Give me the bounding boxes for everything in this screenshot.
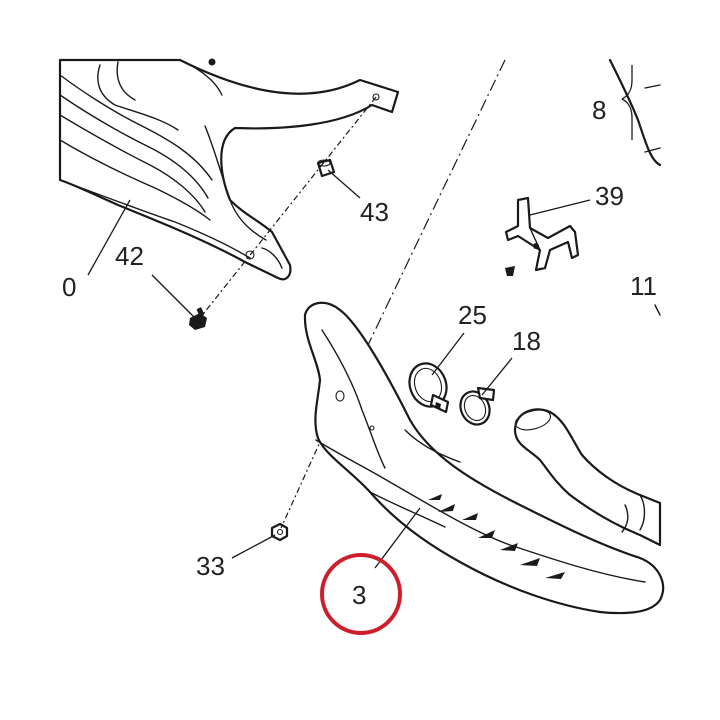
exhaust-pipe-part xyxy=(513,408,662,547)
assembly-line-43 xyxy=(199,96,377,319)
leader-39 xyxy=(529,199,591,216)
callout-25: 25 xyxy=(458,300,487,330)
callout-39: 39 xyxy=(595,181,624,211)
callout-3: 3 xyxy=(352,580,366,610)
leader-25 xyxy=(431,332,465,376)
bolt-42 xyxy=(189,307,207,330)
highlight-ring xyxy=(320,553,402,635)
clamp-25 xyxy=(408,362,450,414)
callout-33: 33 xyxy=(196,551,225,581)
heat-shield-part xyxy=(303,301,665,615)
leader-18 xyxy=(481,357,513,396)
leader-33 xyxy=(231,534,276,559)
nut-33 xyxy=(270,522,289,542)
leader-42 xyxy=(151,274,196,319)
assembly-line-main xyxy=(367,59,506,346)
bracket-39 xyxy=(504,196,580,276)
callout-43: 43 xyxy=(360,197,389,227)
clamp-18 xyxy=(459,386,496,426)
callout-18: 18 xyxy=(512,326,541,356)
edge-part-8 xyxy=(608,58,662,167)
callout-11: 11 xyxy=(630,271,657,301)
leader-43 xyxy=(327,169,361,199)
leader-8 xyxy=(621,65,633,140)
callout-0: 0 xyxy=(62,272,76,302)
edge-part-11 xyxy=(654,304,661,316)
callout-8: 8 xyxy=(592,95,606,125)
side-panel-part xyxy=(58,58,400,281)
leader-3 xyxy=(374,507,421,569)
callout-42: 42 xyxy=(115,241,144,271)
leader-0 xyxy=(87,199,131,276)
